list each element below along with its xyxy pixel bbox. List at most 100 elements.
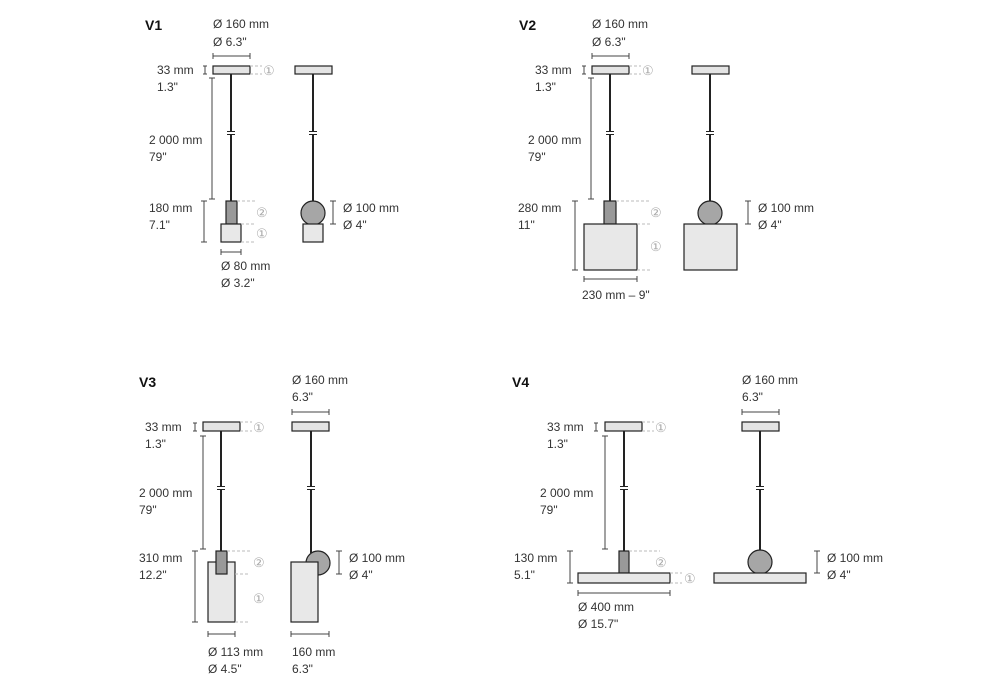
part-marker-1: ① [256,226,268,241]
dimension-line [567,550,573,584]
globe-diameter-mm: Ø 100 mm [758,201,814,215]
variant-v3: V3 33 mm 1.3" ① 2 000 mm 79" 310 mm 12.2… [139,373,405,676]
disc-diameter-in: Ø 15.7" [578,617,618,631]
canopy [202,421,241,432]
dimension-line [745,200,751,225]
body-height-in: 11" [518,218,535,232]
part-marker-2: ② [256,205,268,220]
canopy-diameter-in: Ø 6.3" [592,35,626,49]
variant-v1: V1 Ø 160 mm Ø 6.3" 33 mm 1.3" ① 2 000 mm… [145,17,399,290]
dimension-line [330,200,336,225]
dimension-line [201,200,207,243]
canopy [591,65,630,75]
dimension-line [594,422,598,432]
canopy [291,421,330,432]
dimension-line [336,550,342,575]
shade-diameter-in: Ø 3.2" [221,276,255,290]
disc-diameter-mm: Ø 400 mm [578,600,634,614]
guide-line [237,200,255,243]
cable-break-icon [706,131,714,135]
dimension-line [193,422,197,432]
canopy-height-in: 1.3" [145,437,166,451]
dimension-line [602,435,608,550]
globe-diameter-in: Ø 4" [349,568,373,582]
shade [683,223,738,271]
canopy-diameter-in: 6.3" [292,390,313,404]
canopy [294,65,333,75]
cable-break-icon [756,486,764,490]
canopy-diameter-mm: Ø 160 mm [592,17,648,31]
part-marker-2: ② [655,555,667,570]
body-height-mm: 280 mm [518,201,561,215]
part-marker-2: ② [650,205,662,220]
body-height-in: 5.1" [514,568,535,582]
side-width-mm: 160 mm [292,645,335,659]
body-height-mm: 130 mm [514,551,557,565]
dimension-line [220,249,242,255]
shade [290,561,319,623]
cable-break-icon [227,131,235,135]
variant-v4: V4 33 mm 1.3" ① 2 000 mm 79" 130 mm 5.1"… [512,373,883,631]
socket [215,550,228,575]
canopy-diameter-mm: Ø 160 mm [292,373,348,387]
canopy-height-mm: 33 mm [535,63,572,77]
cable-length-mm: 2 000 mm [139,486,192,500]
socket [603,200,617,225]
shade [220,223,242,243]
side-width-in: 6.3" [292,662,313,676]
dimension-line [212,53,251,59]
canopy-height-in: 1.3" [547,437,568,451]
dimension-line [209,77,215,200]
shade [583,223,638,271]
part-marker-1: ① [642,63,654,78]
cable-length-in: 79" [139,503,157,517]
globe [697,200,723,226]
cable-length-in: 79" [540,503,558,517]
dimension-line [814,550,820,574]
disc-shade [713,572,807,584]
canopy-height-in: 1.3" [157,80,178,94]
cable-length-in: 79" [528,150,546,164]
socket [225,200,238,225]
cable-length-mm: 2 000 mm [149,133,202,147]
cable-break-icon [307,486,315,490]
body-height-mm: 310 mm [139,551,182,565]
part-marker-1: ① [655,420,667,435]
canopy-height-mm: 33 mm [145,420,182,434]
canopy-height-in: 1.3" [535,80,556,94]
dimension-line [582,65,586,75]
canopy-diameter-mm: Ø 160 mm [742,373,798,387]
part-marker-1: ① [650,239,662,254]
variant-v2: V2 Ø 160 mm Ø 6.3" 33 mm 1.3" ① 2 000 mm… [518,17,814,302]
globe-diameter-mm: Ø 100 mm [343,201,399,215]
canopy [741,421,780,432]
part-marker-1: ① [253,591,265,606]
cable-length-mm: 2 000 mm [528,133,581,147]
globe [300,200,326,226]
dimension-line [572,200,578,271]
canopy-diameter-in: Ø 6.3" [213,35,247,49]
canopy-height-mm: 33 mm [547,420,584,434]
dimension-line [588,77,594,200]
cable-break-icon [309,131,317,135]
dimension-line [290,631,330,637]
guide-line [227,550,250,623]
guide-line [642,421,654,432]
part-marker-1: ① [684,571,696,586]
canopy [691,65,730,75]
body-height-mm: 180 mm [149,201,192,215]
globe-diameter-in: Ø 4" [758,218,782,232]
body-height-in: 12.2" [139,568,167,582]
socket [618,550,630,574]
variant-label: V2 [519,17,536,33]
dimension-line [583,276,638,282]
guide-line [616,200,651,271]
dimension-line [291,409,330,415]
globe-diameter-in: Ø 4" [827,568,851,582]
guide-line [240,421,252,432]
dimension-line [741,409,780,415]
dimension-line [577,590,671,596]
shade-diameter-mm: Ø 113 mm [208,645,263,659]
dimension-line [591,53,630,59]
